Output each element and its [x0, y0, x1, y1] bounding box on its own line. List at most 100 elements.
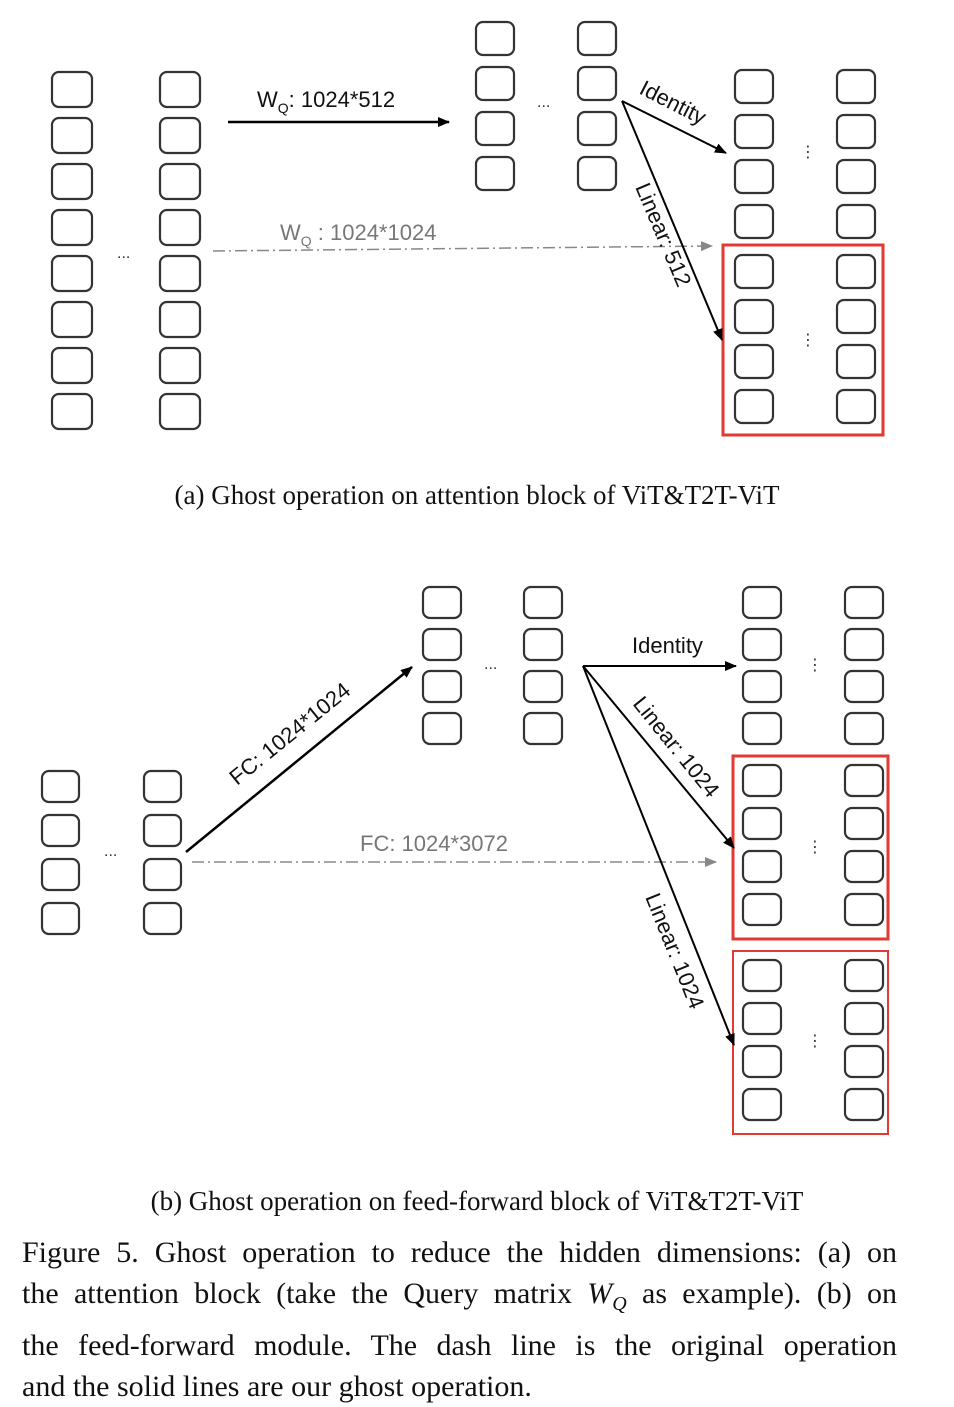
horizontal-ellipsis: ...	[537, 94, 550, 111]
token-box	[158, 254, 202, 293]
token-box	[741, 806, 783, 841]
token-box	[741, 711, 783, 746]
token-box	[421, 669, 463, 704]
horizontal-ellipsis: ...	[484, 656, 497, 673]
token-box	[50, 254, 94, 293]
token-box	[733, 343, 775, 380]
horizontal-ellipsis: ...	[117, 245, 130, 262]
original-fc-label: FC: 1024*3072	[360, 831, 508, 856]
token-box	[158, 392, 202, 431]
token-box	[522, 669, 564, 704]
identity-label: Identity	[636, 75, 711, 129]
token-box	[835, 388, 877, 425]
token-box	[421, 585, 463, 620]
token-box	[522, 711, 564, 746]
token-box	[843, 711, 885, 746]
output-token-column	[741, 763, 783, 927]
token-box	[40, 901, 81, 936]
token-box	[158, 116, 202, 155]
token-box	[576, 65, 618, 102]
token-box	[474, 155, 516, 192]
token-box	[741, 1087, 783, 1122]
identity-label: Identity	[632, 633, 703, 658]
query-matrix-symbol: WQ	[587, 1277, 627, 1315]
token-box	[733, 113, 775, 150]
token-box	[576, 20, 618, 57]
linear-label: Linear: 1024	[628, 691, 724, 802]
caption-line: the attention block (take the Query matr…	[22, 1277, 897, 1315]
token-box	[741, 1044, 783, 1079]
token-box	[576, 110, 618, 147]
figure-caption: Figure 5. Ghost operation to reduce the …	[22, 1232, 897, 1407]
token-box	[50, 162, 94, 201]
ghost-fc-arrow	[185, 666, 413, 853]
token-box	[158, 208, 202, 247]
original-weight-label: WQ : 1024*1024	[280, 220, 436, 249]
token-box	[835, 113, 877, 150]
token-box	[835, 343, 877, 380]
token-box	[843, 1044, 885, 1079]
token-box	[843, 763, 885, 798]
vertical-ellipsis: ⋮	[807, 1033, 823, 1050]
token-box	[843, 806, 885, 841]
linear-arrow	[621, 100, 723, 341]
token-box	[142, 769, 183, 804]
token-box	[741, 958, 783, 993]
token-box	[733, 68, 775, 105]
token-box	[835, 203, 877, 240]
token-box	[522, 585, 564, 620]
token-box	[522, 627, 564, 662]
identity-arrow	[621, 100, 727, 154]
output-token-column	[843, 763, 885, 927]
linear-label: Linear: 512	[630, 179, 696, 290]
token-box	[50, 116, 94, 155]
ghost-operation-diagram: ... ... ⋮ ⋮ WQ: 1024*512 WQ : 1024*1024 …	[40, 20, 890, 1135]
token-box	[843, 958, 885, 993]
token-box	[142, 813, 183, 848]
vertical-ellipsis: ⋮	[800, 144, 816, 161]
vertical-ellipsis: ⋮	[807, 839, 823, 856]
token-box	[733, 203, 775, 240]
hidden-token-column	[421, 585, 463, 746]
linear-arrow	[582, 665, 735, 849]
ghost-features-highlight	[721, 243, 885, 437]
token-box	[741, 849, 783, 884]
token-box	[741, 627, 783, 662]
token-box	[40, 813, 81, 848]
token-box	[741, 892, 783, 927]
token-box	[843, 1001, 885, 1036]
vertical-ellipsis: ⋮	[800, 332, 816, 349]
token-box	[733, 158, 775, 195]
reduced-token-column	[474, 20, 516, 192]
token-box	[142, 857, 183, 892]
token-box	[158, 162, 202, 201]
token-box	[576, 155, 618, 192]
token-box	[50, 300, 94, 339]
token-box	[474, 20, 516, 57]
subcaption-a: (a) Ghost operation on attention block o…	[174, 480, 780, 510]
token-box	[741, 585, 783, 620]
horizontal-ellipsis: ...	[104, 843, 117, 860]
input-token-column	[40, 769, 81, 936]
caption-line: the feed-forward module. The dash line i…	[22, 1329, 897, 1362]
input-token-column	[142, 769, 183, 936]
panel-a: ... ... ⋮ ⋮ WQ: 1024*512 WQ : 1024*1024 …	[50, 20, 885, 437]
caption-line: and the solid lines are our ghost operat…	[22, 1370, 532, 1403]
token-box	[843, 627, 885, 662]
token-box	[40, 857, 81, 892]
token-box	[843, 1087, 885, 1122]
token-box	[158, 70, 202, 109]
vertical-ellipsis: ⋮	[807, 657, 823, 674]
token-box	[50, 70, 94, 109]
panel-b: ... ... ⋮ ⋮ ⋮ FC: 1024*1024 FC: 1024*307…	[40, 585, 890, 1135]
token-box	[835, 253, 877, 290]
input-token-column	[158, 70, 202, 431]
token-box	[843, 849, 885, 884]
ghost-fc-label: FC: 1024*1024	[224, 677, 355, 790]
output-token-column	[843, 585, 885, 746]
token-box	[50, 392, 94, 431]
output-token-column	[733, 68, 775, 425]
token-box	[835, 158, 877, 195]
token-box	[741, 763, 783, 798]
token-box	[50, 346, 94, 385]
